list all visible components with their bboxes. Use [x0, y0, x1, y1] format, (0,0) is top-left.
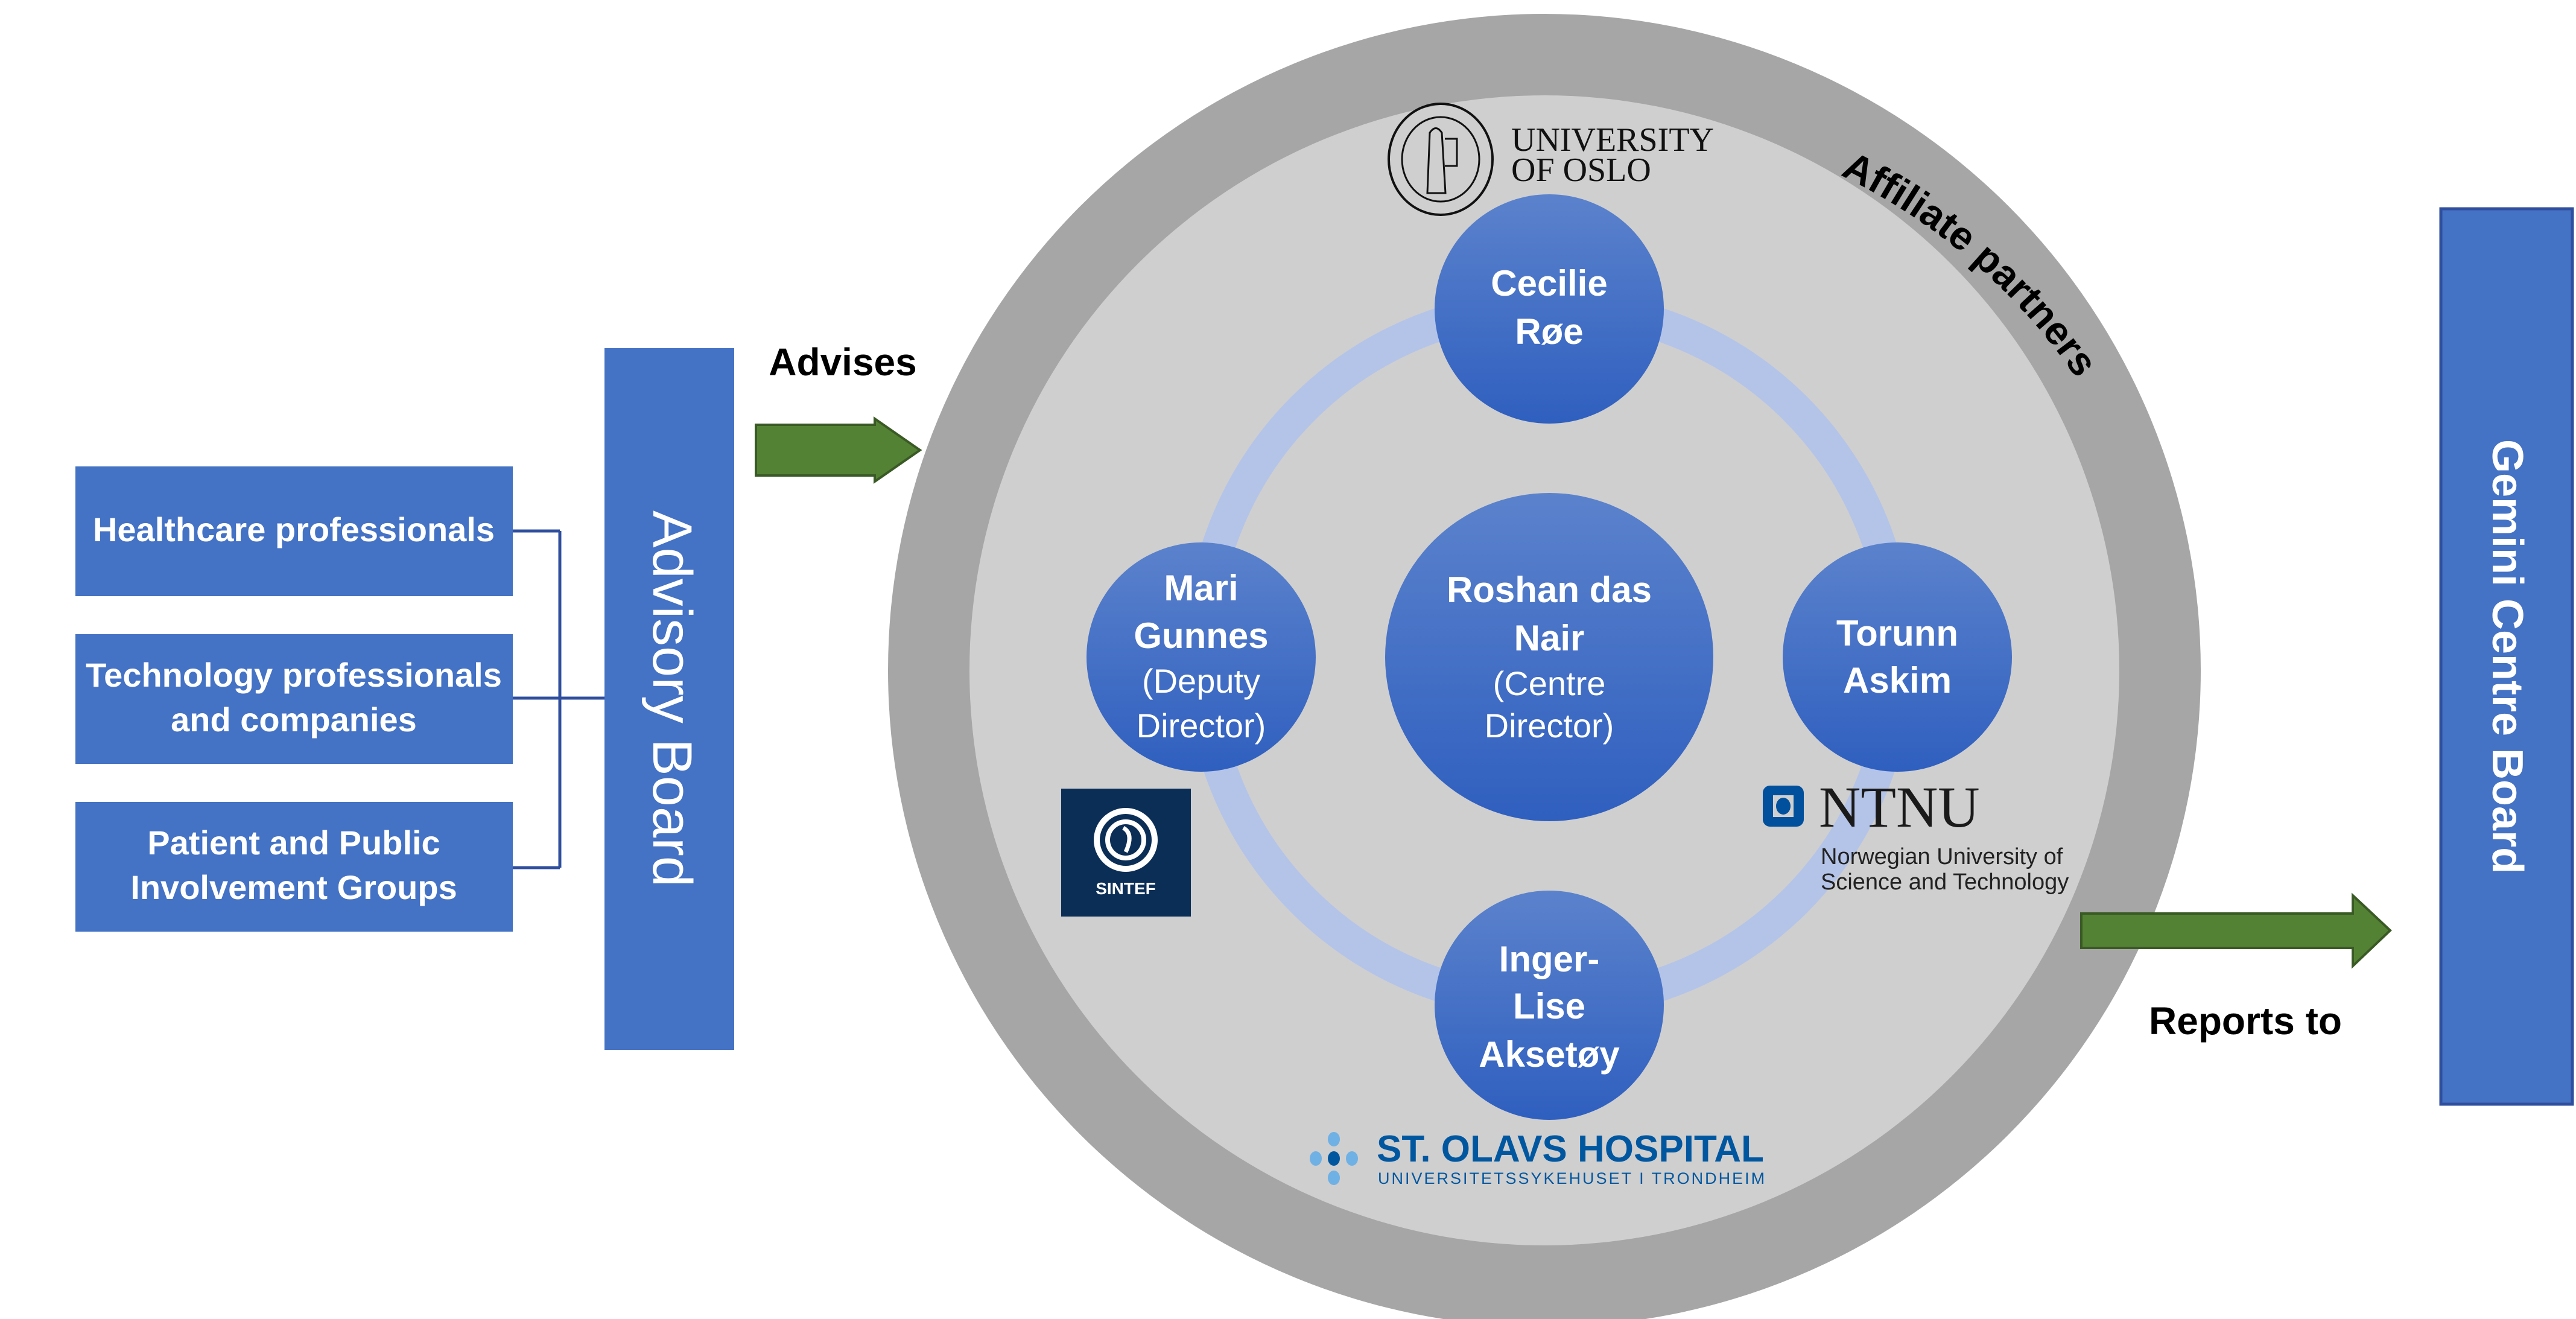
- uio-name-line: OF OSLO: [1511, 151, 1651, 189]
- sintef-swirl-icon: [1094, 808, 1158, 872]
- uio-seal-icon: [1388, 103, 1494, 216]
- ntnu-subtitle: Norwegian University of: [1821, 844, 2063, 869]
- stakeholder-label: Patient and Public: [147, 824, 440, 862]
- person-role: Director): [1485, 707, 1614, 745]
- person-name: Torunn: [1836, 613, 1958, 653]
- person-name: Lise: [1513, 986, 1585, 1026]
- person-name: Aksetøy: [1479, 1034, 1620, 1075]
- ntnu-logo: NTNU Norwegian University of Science and…: [1763, 775, 2069, 895]
- stakeholder-box-patient: Patient and Public Involvement Groups: [75, 802, 513, 932]
- person-circle-bottom: Inger- Lise Aksetøy: [1435, 891, 1664, 1120]
- stakeholder-box-technology: Technology professionals and companies: [75, 634, 513, 764]
- person-name: Askim: [1843, 660, 1952, 701]
- person-name: Gunnes: [1134, 615, 1268, 656]
- stakeholder-label: Healthcare professionals: [93, 510, 495, 548]
- advises-label: Advises: [769, 340, 916, 384]
- sintef-name: SINTEF: [1096, 879, 1156, 898]
- reports-to-arrow: [2080, 892, 2392, 969]
- person-name: Cecilie: [1491, 263, 1607, 304]
- stolavs-name: ST. OLAVS HOSPITAL: [1377, 1128, 1764, 1170]
- ntnu-square-icon: [1763, 786, 1804, 827]
- stakeholder-label: Involvement Groups: [130, 868, 457, 906]
- uio-name-line: UNIVERSITY: [1511, 121, 1714, 159]
- stakeholder-label: and companies: [171, 701, 417, 739]
- reports-to-label: Reports to: [2149, 999, 2342, 1043]
- cross-dots-icon: [1310, 1132, 1358, 1185]
- person-name: Mari: [1164, 568, 1238, 608]
- gemini-centre-board-label: Gemini Centre Board: [2483, 439, 2531, 874]
- person-circle-right: Torunn Askim: [1783, 542, 2012, 772]
- advisory-board-label: Advisory Board: [641, 510, 703, 887]
- uio-logo: UNIVERSITY OF OSLO: [1388, 103, 1714, 216]
- gemini-centre-board-box: Gemini Centre Board: [2439, 207, 2574, 1106]
- advises-arrow: [755, 416, 922, 484]
- person-circle-top: Cecilie Røe: [1435, 194, 1664, 424]
- person-role: (Deputy: [1142, 662, 1260, 700]
- person-name: Nair: [1514, 618, 1585, 658]
- person-name: Røe: [1515, 311, 1583, 352]
- sintef-logo: SINTEF: [1061, 789, 1191, 917]
- person-circle-left: Mari Gunnes (Deputy Director): [1087, 542, 1316, 772]
- stakeholder-box-healthcare: Healthcare professionals: [75, 466, 513, 596]
- stolavs-logo: ST. OLAVS HOSPITAL UNIVERSITETSSYKEHUSET…: [1310, 1128, 1766, 1187]
- ntnu-name: NTNU: [1819, 775, 1980, 839]
- bracket-connector: [513, 529, 604, 869]
- advisory-board-box: Advisory Board: [604, 348, 734, 1050]
- person-role: Director): [1137, 707, 1266, 745]
- person-name: Inger-: [1499, 939, 1600, 979]
- person-circle-center: Roshan das Nair (Centre Director): [1385, 493, 1713, 821]
- stakeholder-label: Technology professionals: [86, 656, 502, 694]
- stolavs-subtitle: UNIVERSITETSSYKEHUSET I TRONDHEIM: [1378, 1169, 1766, 1187]
- person-name: Roshan das: [1447, 570, 1652, 610]
- person-role: (Centre: [1493, 664, 1606, 702]
- ntnu-subtitle: Science and Technology: [1821, 869, 2069, 895]
